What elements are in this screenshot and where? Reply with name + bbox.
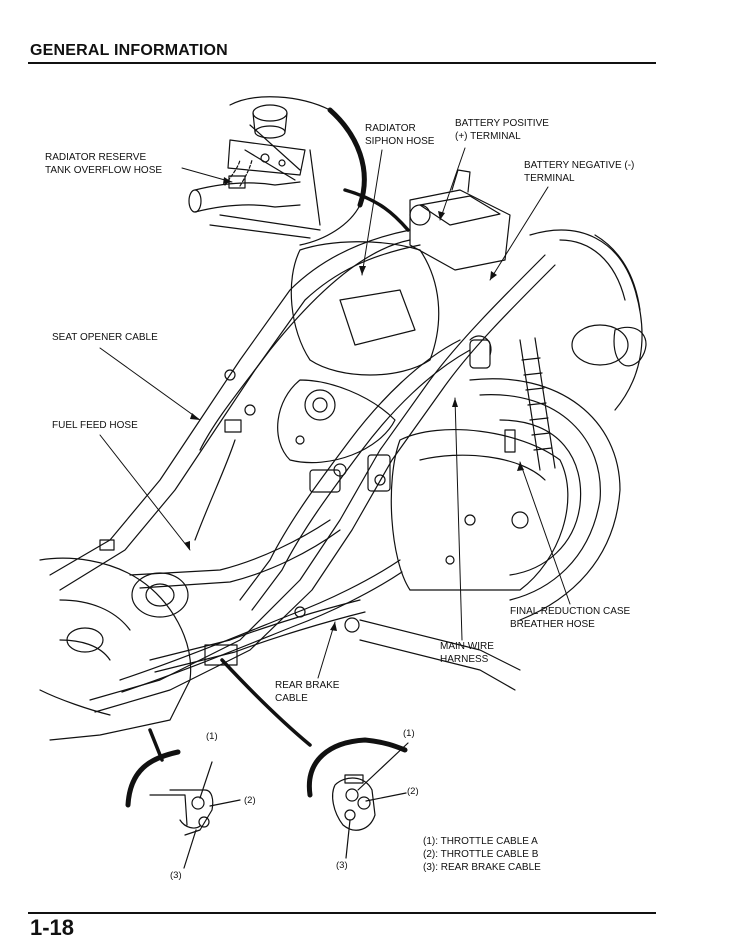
- detail-circle-bottom-right: [306, 737, 409, 859]
- label-main-wire-harness: MAIN WIRE HARNESS: [440, 641, 494, 665]
- label-seat-opener-cable: SEAT OPENER CABLE: [52, 332, 158, 343]
- label-battery-negative-terminal: BATTERY NEGATIVE (-) TERMINAL: [524, 160, 635, 184]
- legend-item-rear-brake-cable: (3): REAR BRAKE CABLE: [423, 862, 541, 873]
- callout-right-2: (2): [407, 786, 419, 797]
- callout-left-1: (1): [206, 731, 218, 742]
- legend-item-throttle-cable-a: (1): THROTTLE CABLE A: [423, 836, 538, 847]
- label-fuel-feed-hose: FUEL FEED HOSE: [52, 420, 138, 431]
- detail-circle-bottom-left: [125, 728, 241, 869]
- legend-item-throttle-cable-b: (2): THROTTLE CABLE B: [423, 849, 539, 860]
- label-rear-brake-cable: REAR BRAKE CABLE: [275, 680, 340, 704]
- label-radiator-reserve-tank-overflow-hose: RADIATOR RESERVE TANK OVERFLOW HOSE: [45, 152, 163, 176]
- legend: (1): THROTTLE CABLE A (2): THROTTLE CABL…: [423, 835, 541, 874]
- header-rule: [28, 62, 656, 64]
- callout-left-2: (2): [244, 795, 256, 806]
- section-title: GENERAL INFORMATION: [30, 42, 228, 59]
- label-radiator-siphon-hose: RADIATOR SIPHON HOSE: [365, 123, 435, 147]
- label-final-reduction-case-breather-hose: FINAL REDUCTION CASE BREATHER HOSE: [510, 606, 631, 630]
- callout-right-1: (1): [403, 728, 415, 739]
- footer-rule: [28, 912, 656, 914]
- detail-circle-top: [188, 96, 367, 246]
- callout-left-3: (3): [170, 870, 182, 881]
- page-number: 1-18: [30, 915, 75, 940]
- scooter-frame: [39, 169, 647, 741]
- label-battery-positive-terminal: BATTERY POSITIVE (+) TERMINAL: [455, 118, 549, 142]
- leader-lines: [99, 147, 571, 679]
- callout-right-3: (3): [336, 860, 348, 871]
